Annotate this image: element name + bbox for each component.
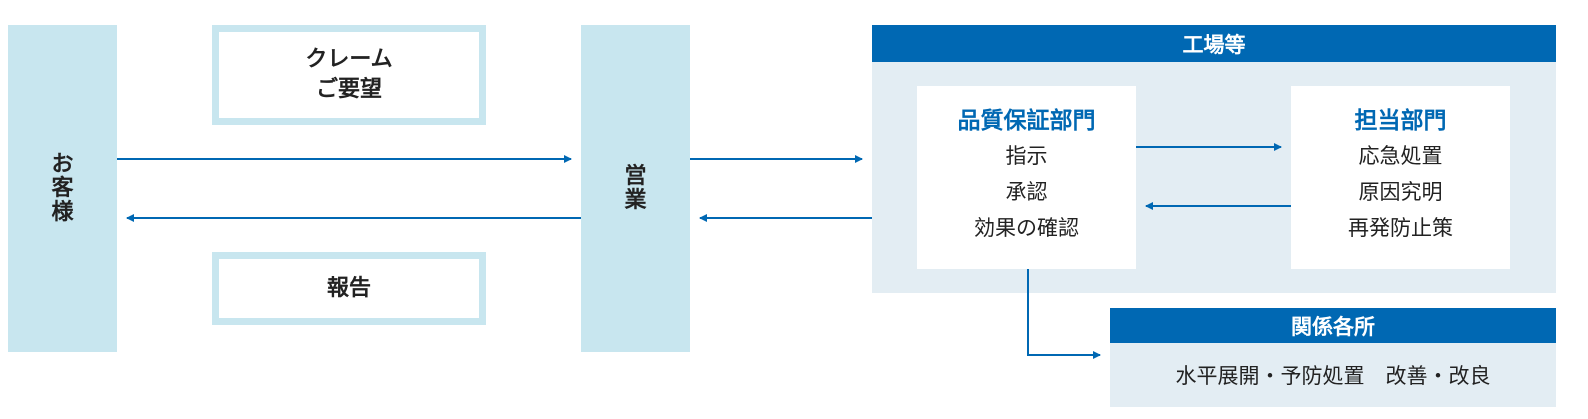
related-header: 関係各所 <box>1110 308 1556 343</box>
factory-header-label: 工場等 <box>1182 32 1246 57</box>
qa-dept-item: 効果の確認 <box>974 216 1079 240</box>
qa-dept-item: 指示 <box>1005 144 1048 168</box>
related-text: 水平展開・予防処置 改善・改良 <box>1175 364 1491 388</box>
sales-node: 営業 <box>581 25 690 352</box>
claim-label-box: クレーム ご要望 <box>212 25 486 125</box>
qa-dept-title: 品質保証部門 <box>957 108 1096 134</box>
resp-dept-item: 原因究明 <box>1358 180 1443 204</box>
resp-dept-title: 担当部門 <box>1354 108 1447 134</box>
customer-label: お客様 <box>51 151 74 225</box>
sales-label: 営業 <box>624 163 647 213</box>
qa-dept-card: 品質保証部門 指示 承認 効果の確認 <box>917 86 1136 269</box>
related-panel: 水平展開・予防処置 改善・改良 <box>1110 343 1556 407</box>
resp-dept-card: 担当部門 応急処置 原因究明 再発防止策 <box>1291 86 1510 269</box>
customer-node: お客様 <box>8 25 117 352</box>
claim-label: クレーム ご要望 <box>305 47 393 102</box>
qa-dept-item: 承認 <box>1005 180 1048 204</box>
factory-header: 工場等 <box>872 25 1556 62</box>
report-label: 報告 <box>326 275 371 301</box>
report-label-box: 報告 <box>212 252 486 325</box>
resp-dept-item: 応急処置 <box>1358 144 1443 168</box>
resp-dept-item: 再発防止策 <box>1348 216 1453 240</box>
arrow-qa-to-related <box>1027 269 1101 359</box>
related-header-label: 関係各所 <box>1291 314 1375 339</box>
